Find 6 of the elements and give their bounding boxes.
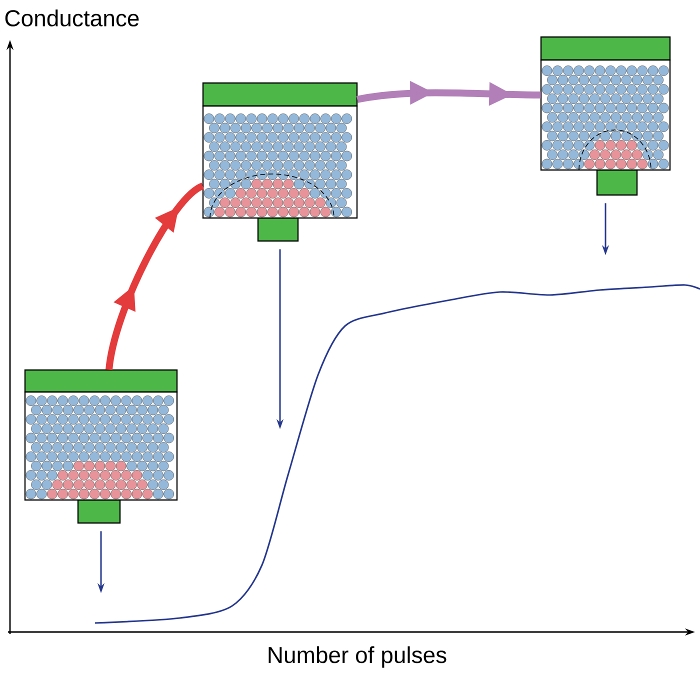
axis-label: Number of pulses [268, 646, 446, 668]
device-drawing [540, 36, 671, 196]
arrow [106, 182, 205, 370]
device-drawing [24, 369, 178, 524]
device-drawing [202, 82, 358, 242]
axis-label: Conductance [5, 10, 139, 26]
